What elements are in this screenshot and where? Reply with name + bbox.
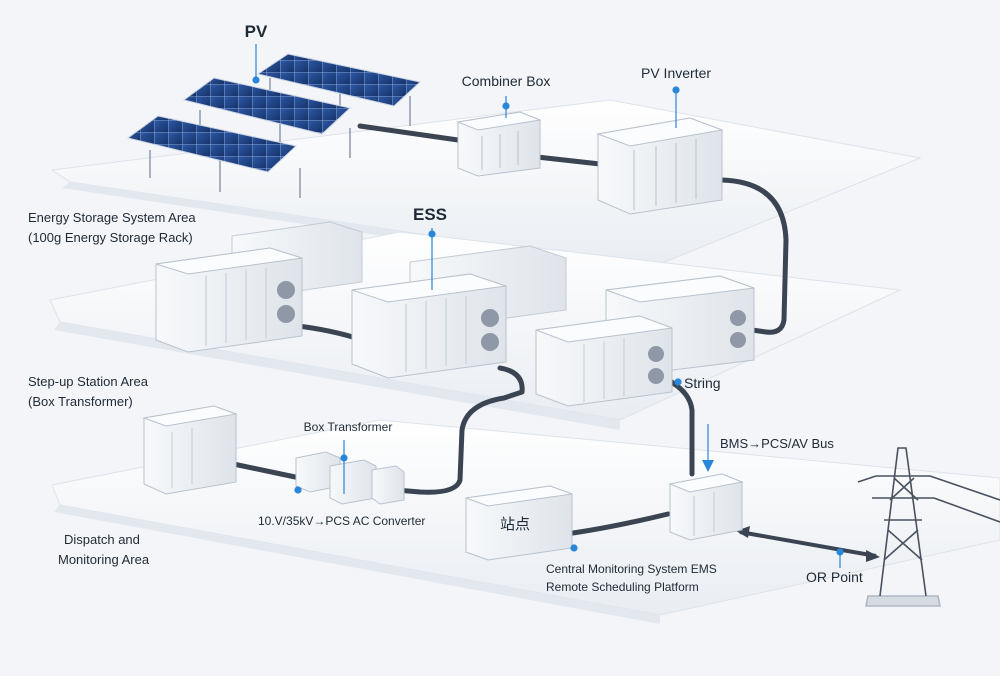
dispatch-area-label: Dispatch and bbox=[64, 532, 140, 547]
ess-container-right-front bbox=[535, 315, 673, 407]
pv-inverter-label: PV Inverter bbox=[640, 65, 712, 81]
transformer-icon bbox=[295, 451, 405, 505]
stepup-area-label: Step-up Station Area bbox=[28, 374, 148, 389]
ess-container-left bbox=[155, 247, 303, 353]
cable-boxtx-pcs bbox=[221, 459, 303, 481]
stepup-area-sublabel: (Box Transformer) bbox=[28, 394, 133, 409]
ess-containers bbox=[155, 221, 755, 407]
combiner-box-label: Combiner Box bbox=[461, 73, 551, 89]
ess-area-sublabel: (100g Energy Storage Rack) bbox=[28, 230, 193, 245]
transmission-tower-icon bbox=[857, 447, 1000, 607]
cable-inverter-ess bbox=[719, 177, 789, 335]
ems-label: Central Monitoring System EMS bbox=[546, 562, 717, 576]
box-transformer-label: Box Transformer bbox=[303, 420, 393, 434]
station-building bbox=[465, 485, 573, 561]
ess-label: ESS bbox=[412, 205, 448, 224]
ess-container-center bbox=[351, 273, 507, 379]
grid-line bbox=[739, 530, 877, 558]
string-label: String bbox=[684, 375, 721, 391]
ems-cabinet bbox=[668, 473, 744, 541]
arrow-left-icon bbox=[736, 526, 750, 538]
arrow-down-icon bbox=[702, 460, 714, 472]
pcs-converter-label: 10.V/35kV→PCS AC Converter bbox=[258, 514, 426, 528]
solar-panel-icon bbox=[126, 53, 422, 198]
box-transformer-cabinet bbox=[142, 405, 238, 495]
cable-pv-combiner bbox=[357, 123, 461, 143]
combiner-box bbox=[456, 111, 542, 177]
station-sign: 站点 bbox=[500, 516, 531, 533]
dispatch-area-sublabel: Monitoring Area bbox=[58, 552, 150, 567]
arrow-right-icon bbox=[866, 550, 880, 562]
ess-area-label: Energy Storage System Area bbox=[28, 210, 196, 225]
or-point-label: OR Point bbox=[806, 569, 863, 585]
callout-markers bbox=[252, 44, 844, 568]
pv-label: PV bbox=[244, 22, 268, 41]
cable-station-ems bbox=[563, 511, 671, 537]
bms-bus-label: BMS→PCS/AV Bus bbox=[720, 436, 834, 451]
pv-inverter bbox=[596, 117, 724, 215]
cable-ess-stepup bbox=[393, 365, 525, 495]
ems-sublabel: Remote Scheduling Platform bbox=[546, 580, 699, 594]
